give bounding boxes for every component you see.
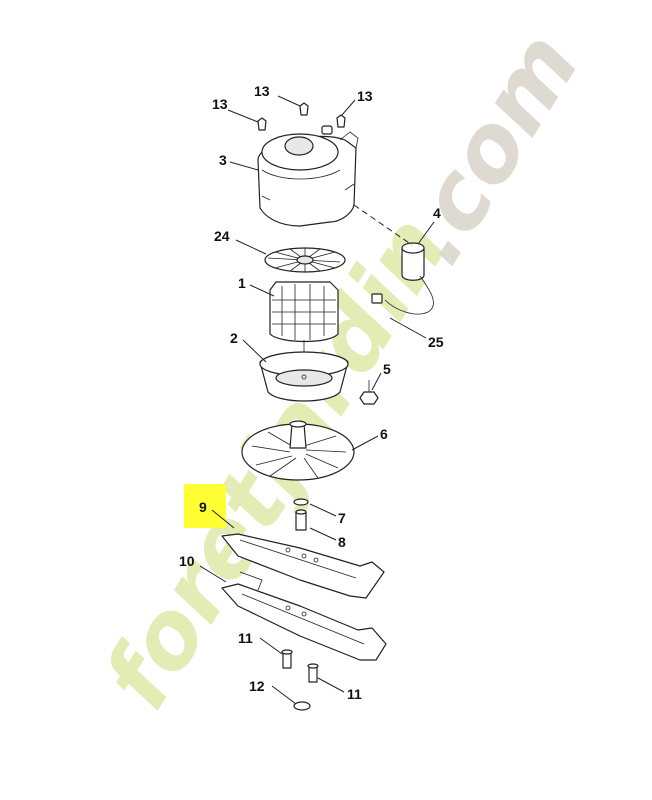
callout-2: 2 [230,330,238,346]
watermark-text-grey: .com [378,14,600,281]
blade-lower[interactable] [221,571,387,661]
leader-lines [199,95,435,705]
callout-9: 9 [199,499,207,515]
callout-10: 10 [179,553,195,569]
capacitor[interactable] [401,242,425,281]
screw-11-right[interactable] [307,663,319,683]
callout-24: 24 [214,228,230,244]
screw-11-left[interactable] [281,649,293,669]
callout-12: 12 [249,678,265,694]
cooling-fan[interactable] [264,247,346,273]
callout-11-right: 11 [347,686,362,702]
screw-13-left[interactable] [257,117,267,131]
blade-upper[interactable] [221,533,385,599]
callout-13-left: 13 [212,96,228,112]
callout-1: 1 [238,275,246,291]
blade-bolt[interactable] [295,509,307,531]
callout-8: 8 [338,534,346,550]
callout-13-center: 13 [254,83,270,99]
callout-labels: 13 13 13 3 4 24 1 25 2 5 6 9 7 8 10 11 1… [179,83,444,702]
callout-25: 25 [428,334,444,350]
callout-5: 5 [383,361,391,377]
hub-cap[interactable] [293,701,311,711]
electric-motor[interactable] [269,281,339,356]
screw-13-center[interactable] [299,102,309,116]
callout-7: 7 [338,510,346,526]
wire-connector[interactable] [371,275,434,315]
screw-13-right[interactable] [336,114,346,128]
deflector-bowl[interactable] [259,351,349,402]
callout-3: 3 [219,152,227,168]
highlight-box-part-9 [184,484,226,528]
washer[interactable] [293,498,309,506]
callout-11-left: 11 [238,630,253,646]
motor-housing[interactable] [257,125,359,227]
callout-4: 4 [433,205,441,221]
callout-13-right: 13 [357,88,373,104]
nut[interactable] [359,380,379,405]
callout-6: 6 [380,426,388,442]
impeller-fan[interactable] [241,420,355,481]
